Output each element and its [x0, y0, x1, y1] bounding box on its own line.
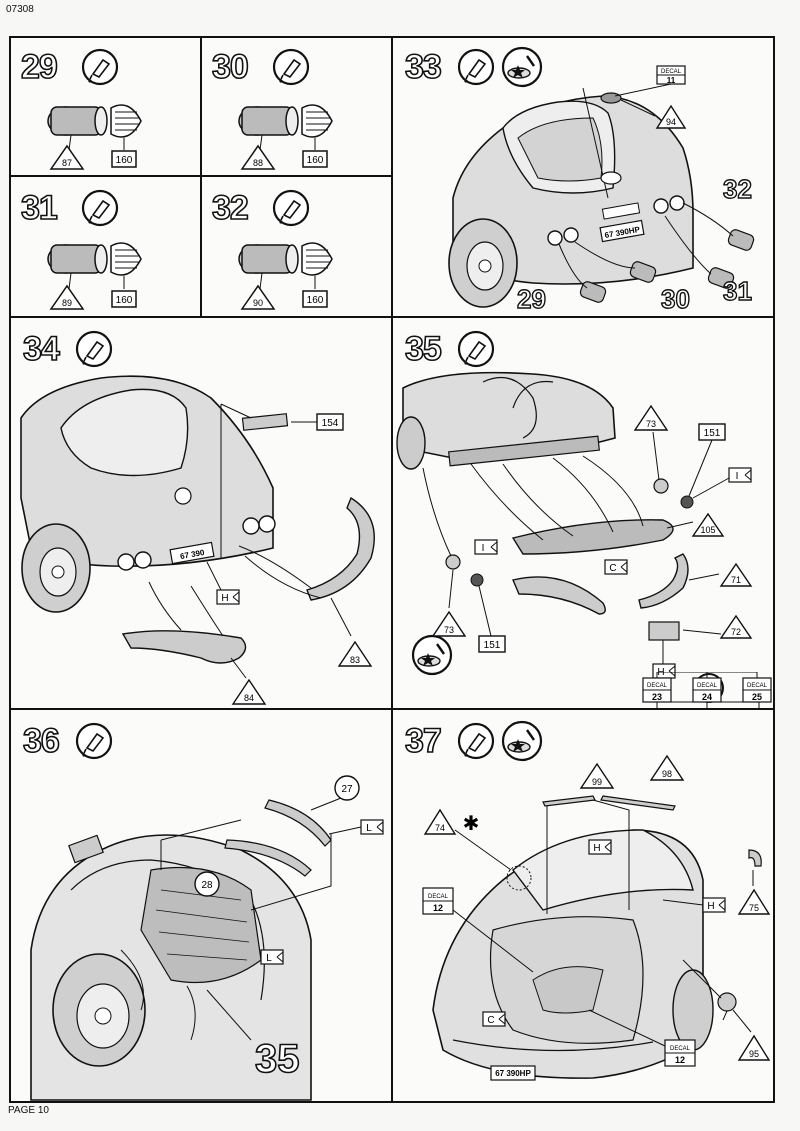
decal-option-boxes: DECAL DECAL DECAL 23 24 25 — [642, 672, 772, 703]
ref-35-label: 35 — [255, 1037, 300, 1081]
part-151b-label: 151 — [484, 640, 501, 651]
ref-31-label: 31 — [723, 276, 752, 306]
part-160-label: 160 — [116, 295, 133, 306]
page-number: PAGE 10 — [8, 1105, 49, 1116]
step-31-panel: 31 89 160 — [9, 175, 202, 318]
part-94-label: 94 — [666, 117, 676, 127]
part-74-label: 74 — [435, 823, 445, 833]
exhaust-tip-drawing: 89 160 — [47, 242, 142, 310]
step-30-panel: 30 88 160 — [200, 36, 393, 177]
part-151-label: 151 — [704, 428, 721, 439]
license-plate-text: 67 390 — [179, 548, 205, 561]
exhaust-tip-drawing: 90 160 — [238, 242, 333, 310]
part-160-label: 160 — [307, 155, 324, 166]
step-32-panel: 32 90 160 — [200, 175, 393, 318]
step-number: 30 — [211, 48, 249, 86]
part-99-label: 99 — [592, 777, 602, 787]
car-front-drawing: 67 390HP 99 98 74 ✱ H H D — [422, 754, 771, 1081]
part-28-label: 28 — [201, 880, 213, 891]
part-154-label: 154 — [322, 418, 339, 429]
step-number: 34 — [22, 330, 60, 368]
decal-12b-label: 12 — [675, 1055, 685, 1065]
decal-label: DECAL — [647, 683, 668, 689]
instruction-grid: 29 87 160 30 88 — [9, 36, 775, 1103]
glue-icon — [272, 189, 310, 227]
glue-icon — [272, 48, 310, 86]
part-71-label: 71 — [731, 575, 741, 585]
part-105-label: 105 — [700, 525, 715, 535]
letter-l-b-label: L — [266, 953, 272, 964]
car-rear-bumper-drawing: 67 390 154 H 83 84 — [20, 375, 375, 705]
step-35-panel: 35 73 151 I 105 — [391, 316, 775, 710]
step-number: 36 — [22, 722, 60, 760]
step-number: 33 — [404, 48, 442, 86]
letter-c-label: C — [487, 1015, 494, 1026]
ref-29-label: 29 — [517, 284, 546, 314]
part-75-label: 75 — [749, 903, 759, 913]
part-90-label: 90 — [253, 298, 263, 308]
decal-label: DECAL — [661, 69, 682, 75]
paint-brush-icon — [411, 634, 453, 676]
step-number: 37 — [404, 722, 442, 760]
part-160-label: 160 — [307, 295, 324, 306]
paint-brush-icon — [501, 46, 543, 88]
glue-icon — [81, 48, 119, 86]
step-number: 35 — [404, 330, 442, 368]
step-number: 29 — [20, 48, 58, 86]
decal-24-label: 24 — [702, 692, 712, 702]
part-89-label: 89 — [62, 298, 72, 308]
part-87-label: 87 — [62, 158, 72, 168]
part-84-label: 84 — [244, 693, 254, 703]
part-98-label: 98 — [662, 769, 672, 779]
snowflake-icon: ✱ — [463, 813, 480, 835]
part-73-label: 73 — [646, 419, 656, 429]
car-rear-drawing: DECAL 11 67 390HP 94 — [448, 65, 755, 315]
decal-label: DECAL — [747, 683, 768, 689]
decal-label: DECAL — [697, 683, 718, 689]
part-160-label: 160 — [116, 155, 133, 166]
decal-12-label: 12 — [433, 903, 443, 913]
glue-icon — [75, 330, 113, 368]
letter-i-label: I — [736, 471, 739, 482]
decal-11-label: 11 — [667, 76, 676, 85]
part-88-label: 88 — [253, 158, 263, 168]
glue-icon — [457, 330, 495, 368]
letter-h-label: H — [221, 593, 228, 604]
step-36-panel: 36 27 L 28 L — [9, 708, 393, 1103]
part-27-label: 27 — [341, 784, 353, 795]
front-bumper-grille-drawing: 73 151 I 105 C — [396, 371, 753, 703]
glue-icon — [457, 48, 495, 86]
decal-25-label: 25 — [752, 692, 762, 702]
glue-icon — [75, 722, 113, 760]
paint-brush-icon — [501, 720, 543, 762]
ref-30-label: 30 — [661, 284, 690, 314]
step-33-panel: 33 DECAL 11 67 390HP — [391, 36, 775, 318]
engine-bay-drawing: 27 L 28 L 35 — [30, 775, 384, 1101]
part-72-label: 72 — [731, 627, 741, 637]
letter-i-b-label: I — [482, 543, 485, 554]
exhaust-tip-drawing: 88 160 — [238, 104, 333, 170]
decal-23-label: 23 — [652, 692, 662, 702]
letter-c-label: C — [609, 563, 616, 574]
part-73b-label: 73 — [444, 625, 454, 635]
decal-label: DECAL — [670, 1046, 691, 1052]
step-37-panel: 37 67 390HP 99 98 74 ✱ — [391, 708, 775, 1103]
step-34-panel: 34 67 390 154 H — [9, 316, 393, 710]
decal-label: DECAL — [428, 894, 449, 900]
glue-icon — [81, 189, 119, 227]
exhaust-tip-drawing: 87 160 — [47, 104, 142, 170]
step-number: 32 — [211, 189, 249, 227]
glue-icon — [457, 722, 495, 760]
step-number: 31 — [20, 189, 58, 227]
part-95-label: 95 — [749, 1049, 759, 1059]
document-code: 07308 — [6, 4, 34, 15]
letter-h-label: H — [593, 843, 600, 854]
letter-l-label: L — [366, 823, 372, 834]
license-plate-text: 67 390HP — [495, 1069, 531, 1078]
step-29-panel: 29 87 160 — [9, 36, 202, 177]
ref-32-label: 32 — [723, 174, 752, 204]
letter-h-b-label: H — [707, 901, 714, 912]
part-83-label: 83 — [350, 655, 360, 665]
